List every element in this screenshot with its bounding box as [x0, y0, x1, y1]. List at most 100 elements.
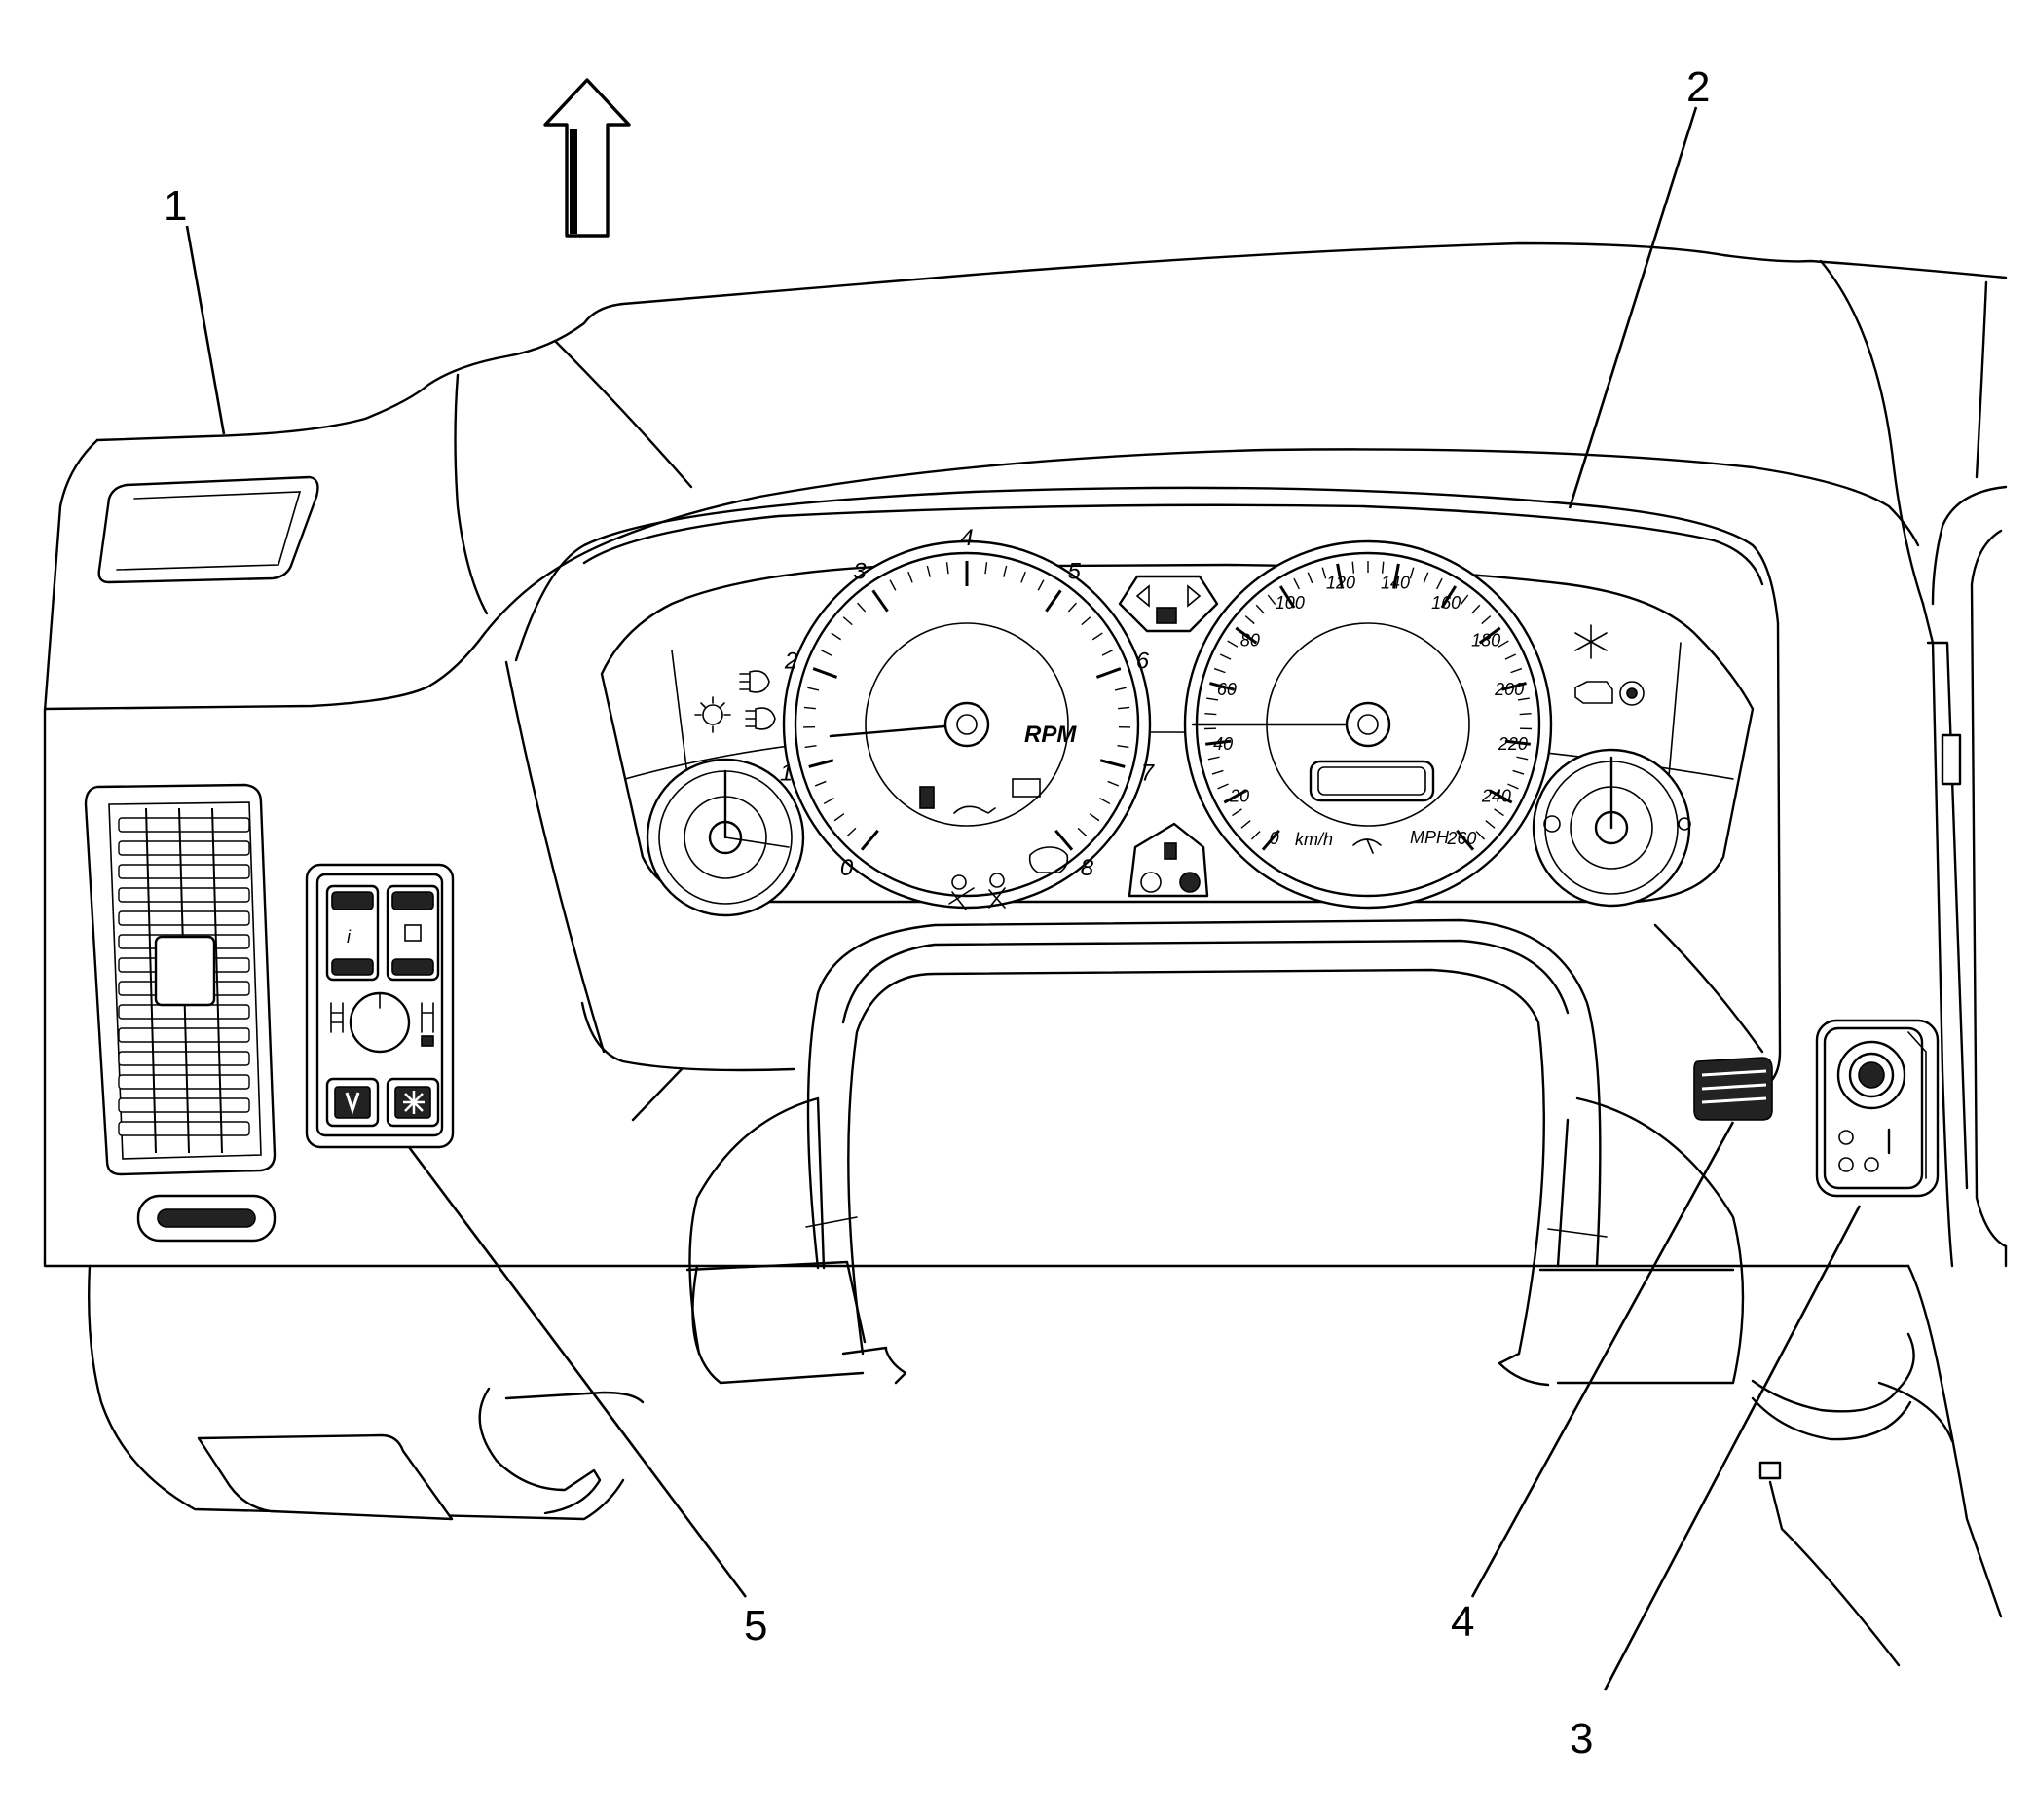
tach-tick	[926, 565, 931, 577]
callout-3: 3	[1570, 1715, 1593, 1763]
up-arrow-icon	[543, 78, 631, 238]
vent-louver	[118, 864, 250, 879]
speed-tick	[1293, 577, 1300, 590]
tach-tick	[889, 579, 897, 591]
speed-tick	[1456, 829, 1475, 851]
tach-tick	[814, 780, 827, 787]
speed-numeral: 240	[1481, 786, 1511, 805]
defroster-vent	[97, 475, 319, 584]
oil-pressure-icon	[919, 786, 996, 814]
fuel-gauge	[646, 758, 805, 917]
headlamp-icon	[694, 696, 731, 733]
speed-tick	[1501, 682, 1527, 691]
temperature-gauge	[1532, 748, 1691, 908]
tach-numeral: 6	[1136, 648, 1150, 674]
right-knee-bolster	[1538, 1096, 1745, 1385]
leader-line-2	[1568, 106, 1698, 509]
tire-pressure-icon	[1028, 846, 1069, 873]
tach-numeral: 7	[1141, 761, 1156, 787]
vent-adjust-tab	[154, 935, 216, 1007]
speed-tick	[1516, 756, 1529, 761]
vent-louver	[118, 1027, 250, 1043]
tach-tick	[1107, 780, 1120, 787]
speed-tick	[1351, 561, 1355, 574]
speed-tick	[1227, 640, 1239, 648]
vent-louver	[118, 910, 250, 926]
speed-numeral: 160	[1431, 593, 1461, 613]
speed-tick	[1471, 604, 1481, 614]
speed-numeral: 80	[1240, 631, 1260, 650]
tach-tick	[1003, 565, 1008, 577]
speed-numeral: 120	[1326, 574, 1355, 593]
left-knee-bolster	[685, 1096, 867, 1385]
tach-numeral: 5	[1067, 559, 1081, 585]
tach-tick	[1077, 827, 1088, 837]
steering-column-opening	[806, 918, 1602, 1387]
speed-numeral: 20	[1229, 786, 1249, 805]
speed-tick	[1510, 667, 1523, 674]
tach-tick	[1037, 579, 1045, 591]
tach-tick	[808, 759, 834, 768]
dimmer-thumbwheel	[1693, 1057, 1773, 1121]
tach-tick	[907, 571, 913, 583]
speed-tick	[1217, 783, 1229, 790]
speed-tick	[1223, 789, 1247, 804]
tach-tick	[1114, 687, 1127, 691]
snowflake-icon	[1574, 624, 1608, 659]
seatbelt-icon	[948, 874, 975, 910]
tach-tick	[1054, 829, 1074, 851]
speed-numeral: 260	[1446, 829, 1476, 848]
vent-louver	[118, 1121, 250, 1136]
tach-tick	[1117, 745, 1129, 749]
speed-tick	[1440, 585, 1458, 609]
tach-tick	[1092, 632, 1103, 641]
speed-tick	[1381, 561, 1385, 574]
tach-tick	[945, 562, 949, 575]
callout-1: 1	[164, 182, 187, 230]
speed-tick	[1512, 769, 1525, 775]
fog-lamp-icon	[330, 1002, 344, 1033]
speed-tick	[1211, 769, 1224, 775]
speed-tick	[1219, 653, 1232, 660]
vent-louver	[118, 1074, 250, 1090]
battery-icon	[1012, 778, 1041, 798]
park-brake-lamp-housing	[1128, 822, 1209, 898]
leader-line-5	[407, 1146, 748, 1598]
speed-numeral: 180	[1471, 631, 1500, 650]
speed-numeral: 220	[1498, 734, 1528, 754]
speed-numeral: 0	[1270, 829, 1279, 848]
tach-tick	[823, 798, 834, 805]
tach-tick	[831, 632, 842, 641]
speed-tick	[1261, 829, 1280, 851]
speed-tick	[1504, 653, 1517, 660]
tach-tick	[1067, 602, 1077, 613]
tach-tick	[1118, 706, 1130, 710]
speed-tick	[1478, 626, 1501, 645]
leader-line-4	[1470, 1121, 1735, 1598]
tach-tick	[846, 827, 857, 837]
lower-right-panel	[1751, 1332, 1915, 1667]
speed-tick	[1209, 682, 1235, 691]
airbag-icon	[988, 873, 1006, 909]
vent-louver	[118, 1051, 250, 1066]
tach-tick	[820, 650, 832, 656]
instrument-cluster-bezel	[504, 486, 1782, 1122]
vent-louver	[118, 817, 250, 833]
speed-units-mph: MPH	[1410, 828, 1450, 847]
speed-tick	[1485, 820, 1496, 829]
tach-tick	[833, 813, 845, 822]
speed-numeral: 200	[1494, 680, 1524, 699]
gear-indicator-icon	[1619, 681, 1645, 706]
tach-tick	[804, 745, 817, 749]
speed-numeral: 100	[1276, 593, 1305, 613]
speed-tick	[1213, 667, 1226, 674]
cruise-control-icon	[1352, 838, 1382, 854]
speed-tick	[1278, 585, 1296, 609]
tach-tick	[857, 602, 867, 613]
speed-tick	[1460, 594, 1469, 605]
tach-tick	[1081, 616, 1092, 626]
tach-numeral: 0	[840, 855, 854, 881]
ignition-switch-module	[1815, 1019, 1940, 1198]
speed-tick	[1307, 572, 1314, 584]
